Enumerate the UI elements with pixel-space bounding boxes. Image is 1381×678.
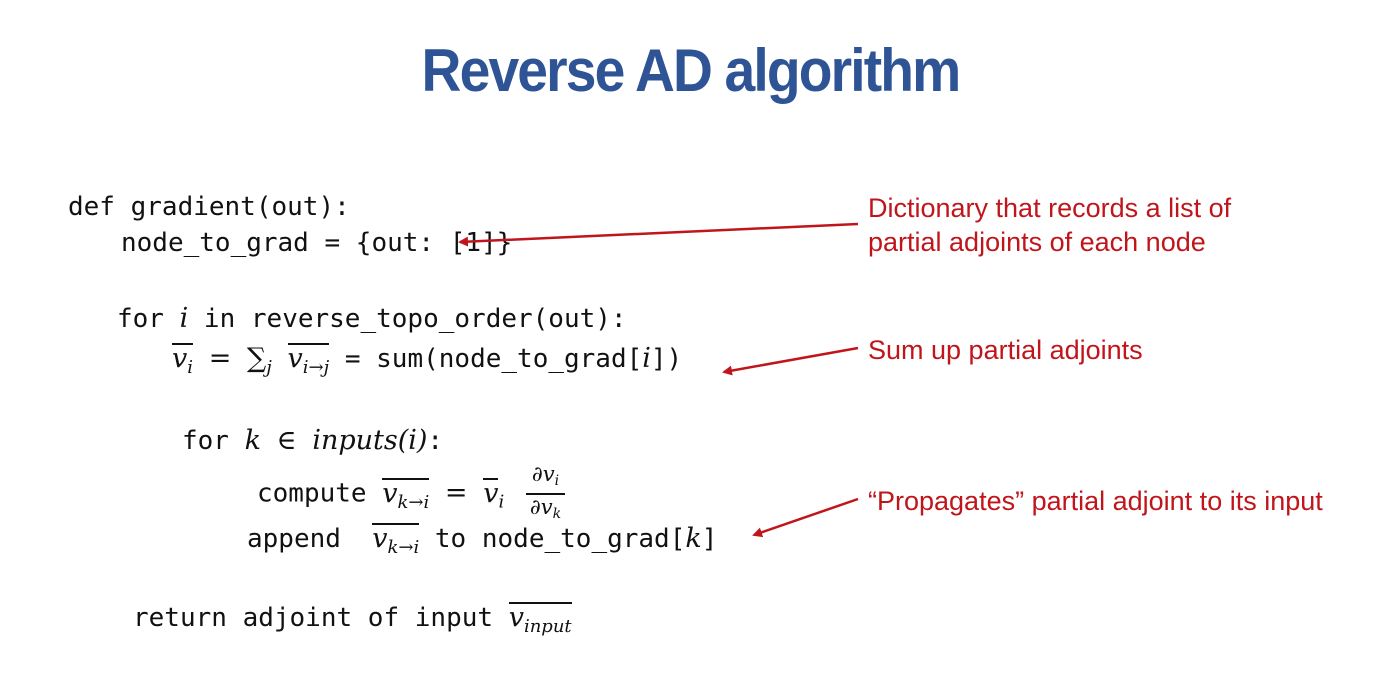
- compute-equals: =: [444, 477, 468, 509]
- append-var-k: k: [685, 523, 702, 554]
- code-in-keyword: in: [203, 304, 236, 334]
- annotation-sum: Sum up partial adjoints: [868, 335, 1143, 365]
- arrow-sum: [722, 346, 859, 376]
- code-reverse-topo-text: reverse_topo_order(out):: [250, 304, 627, 334]
- compute-keyword: compute: [257, 478, 367, 509]
- code-line-for-k: for k ∈ inputs(i):: [182, 425, 443, 457]
- vbar-i-to-j: vi→j: [287, 343, 330, 381]
- vbar-input: vinput: [508, 602, 572, 640]
- vbar-k-to-i: vk→i: [382, 477, 430, 516]
- arrow-propagate: [752, 497, 859, 538]
- code-for-keyword: for: [117, 304, 164, 334]
- append-target-text: to node_to_grad[: [434, 524, 686, 554]
- return-text: return adjoint of input: [133, 603, 494, 633]
- code-colon: :: [427, 426, 444, 456]
- inputs-arg: (i): [397, 425, 428, 456]
- code-var-i: i: [179, 303, 189, 334]
- annotation-dictionary-line2: partial adjoints of each node: [868, 227, 1206, 257]
- code-line-return: return adjoint of input vinput: [133, 602, 572, 640]
- code-line-node-to-grad: node_to_grad = {out: [1]}: [121, 227, 512, 259]
- vbar-i-compute: v: [483, 477, 499, 509]
- code-node-to-grad-text: node_to_grad = {out: [1]}: [121, 228, 513, 258]
- sum-call-var: i: [642, 343, 651, 374]
- sum-symbol: ∑: [246, 343, 267, 374]
- vbar-i-sub: i: [498, 491, 505, 513]
- code-line-sum: vi = ∑j vi→j = sum(node_to_grad[i]): [172, 343, 682, 384]
- code-for-k-keyword: for: [182, 426, 229, 456]
- append-keyword: append: [247, 524, 341, 554]
- equals-sign-code: =: [344, 344, 361, 374]
- element-of-symbol: ∈: [276, 425, 297, 456]
- arrow-dictionary: [458, 222, 859, 247]
- sum-index-j: j: [266, 357, 272, 378]
- page-title: Reverse AD algorithm: [421, 37, 962, 104]
- sum-call-text: sum(node_to_grad[: [376, 344, 643, 374]
- equals-sign: =: [208, 343, 232, 374]
- annotation-propagate: “Propagates” partial adjoint to its inpu…: [868, 486, 1323, 516]
- annotation-dictionary-line1: Dictionary that records a list of: [868, 193, 1232, 223]
- code-line-append: append vk→i to node_to_grad[k]: [247, 523, 717, 561]
- inputs-function: inputs: [312, 425, 398, 456]
- vbar-k-to-i-append: vk→i: [372, 523, 420, 561]
- code-line-for-i: for i in reverse_topo_order(out):: [117, 303, 627, 335]
- code-def-text: def gradient(out):: [68, 192, 350, 222]
- sum-call-close: ]): [650, 344, 683, 374]
- vbar-i: vi: [172, 343, 194, 381]
- code-line-def: def gradient(out):: [68, 191, 350, 223]
- annotation-dictionary: Dictionary that records a list of partia…: [868, 191, 1231, 259]
- code-var-k: k: [244, 425, 261, 456]
- code-line-compute: compute vk→i = vi ∂vi ∂vk: [257, 462, 566, 526]
- partial-derivative-fraction: ∂vi ∂vk: [525, 462, 566, 526]
- append-close: ]: [701, 524, 718, 554]
